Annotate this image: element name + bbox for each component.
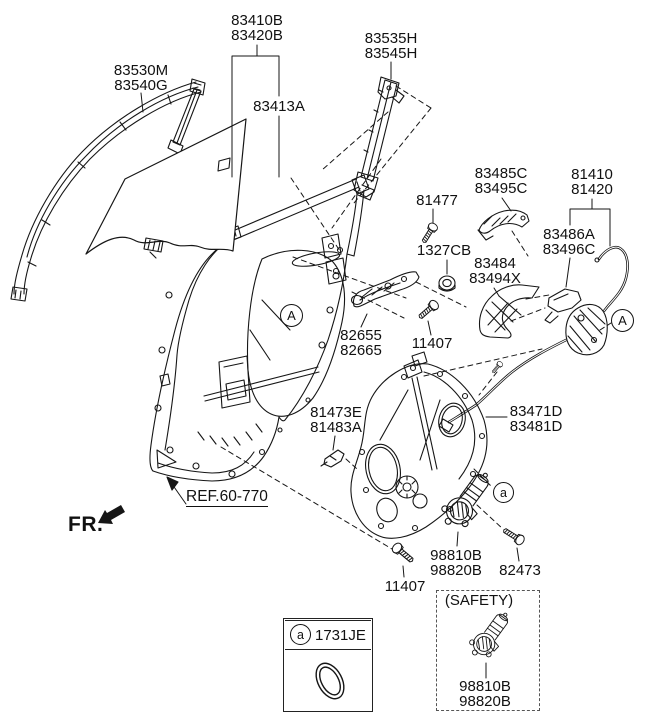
label-motor: 98810B 98820B bbox=[430, 547, 482, 579]
label-regulator-panel: 83471D 83481D bbox=[509, 403, 563, 435]
ref-link[interactable]: REF.60-770 bbox=[186, 488, 268, 507]
door-glass-drawing bbox=[85, 118, 247, 259]
ref-arrowhead bbox=[166, 476, 179, 491]
regulator-panel-drawing bbox=[350, 351, 488, 539]
leader-lines bbox=[140, 44, 611, 679]
latch-bracket-drawing bbox=[544, 288, 582, 324]
legend-part-code: 1731JE bbox=[315, 626, 366, 644]
label-run-channel: 83530M 83540G bbox=[113, 62, 169, 94]
label-bolt-11407-upper: 11407 bbox=[411, 335, 453, 352]
label-bolt-81477: 81477 bbox=[416, 192, 458, 209]
label-nut-1327cb: 1327CB bbox=[416, 242, 472, 259]
window-motor-drawing bbox=[435, 463, 501, 536]
fr-direction-arrow bbox=[98, 505, 125, 524]
bolt-82473-drawing bbox=[500, 525, 527, 547]
legend-box: 1731JE bbox=[283, 618, 373, 712]
label-bolt-82473: 82473 bbox=[499, 562, 541, 579]
legend-header: 1731JE bbox=[285, 620, 371, 650]
nut-1327cb-drawing bbox=[438, 275, 456, 292]
safety-title: (SAFETY) bbox=[444, 592, 514, 609]
handle-pad-drawing bbox=[477, 209, 530, 241]
label-handle-pad: 83485C 83495C bbox=[474, 165, 528, 197]
run-channel-drawing bbox=[10, 78, 206, 302]
oring-drawing bbox=[315, 662, 345, 700]
callout-legend-a: a bbox=[290, 624, 311, 645]
bolt-11407-lower-drawing bbox=[389, 540, 417, 566]
label-latch-bracket: 83486A 83496C bbox=[542, 226, 596, 258]
callout-latch-view-A: A bbox=[611, 309, 634, 332]
label-bolt-11407-lower: 11407 bbox=[384, 578, 426, 595]
rear-channel-drawing bbox=[353, 76, 405, 201]
label-rear-channel: 83535H 83545H bbox=[364, 30, 418, 62]
label-latch-assy: 81410 81420 bbox=[571, 166, 613, 198]
callout-motor-item-a: a bbox=[493, 482, 514, 503]
label-motor-safety: 98810B 98820B bbox=[459, 678, 511, 710]
projection-lines bbox=[220, 85, 612, 550]
door-panel-drawing bbox=[149, 174, 370, 482]
outer-handle-drawing bbox=[350, 271, 420, 308]
label-handle-base: 83484 83494X bbox=[469, 255, 521, 287]
label-glass-assy: 83410B 83420B bbox=[231, 12, 283, 44]
bolt-11407-upper-drawing bbox=[415, 298, 441, 322]
label-glass: 83413A bbox=[251, 98, 307, 115]
fr-label: FR. bbox=[68, 513, 104, 536]
label-channel-clip: 81473E 81483A bbox=[310, 404, 362, 436]
label-outer-handle: 82655 82665 bbox=[340, 327, 382, 359]
channel-clip-drawing bbox=[320, 449, 345, 468]
callout-door-view-A: A bbox=[280, 304, 303, 327]
fastener-drawings bbox=[389, 220, 527, 566]
handle-base-drawing bbox=[478, 284, 540, 339]
safety-option-box bbox=[436, 590, 540, 711]
